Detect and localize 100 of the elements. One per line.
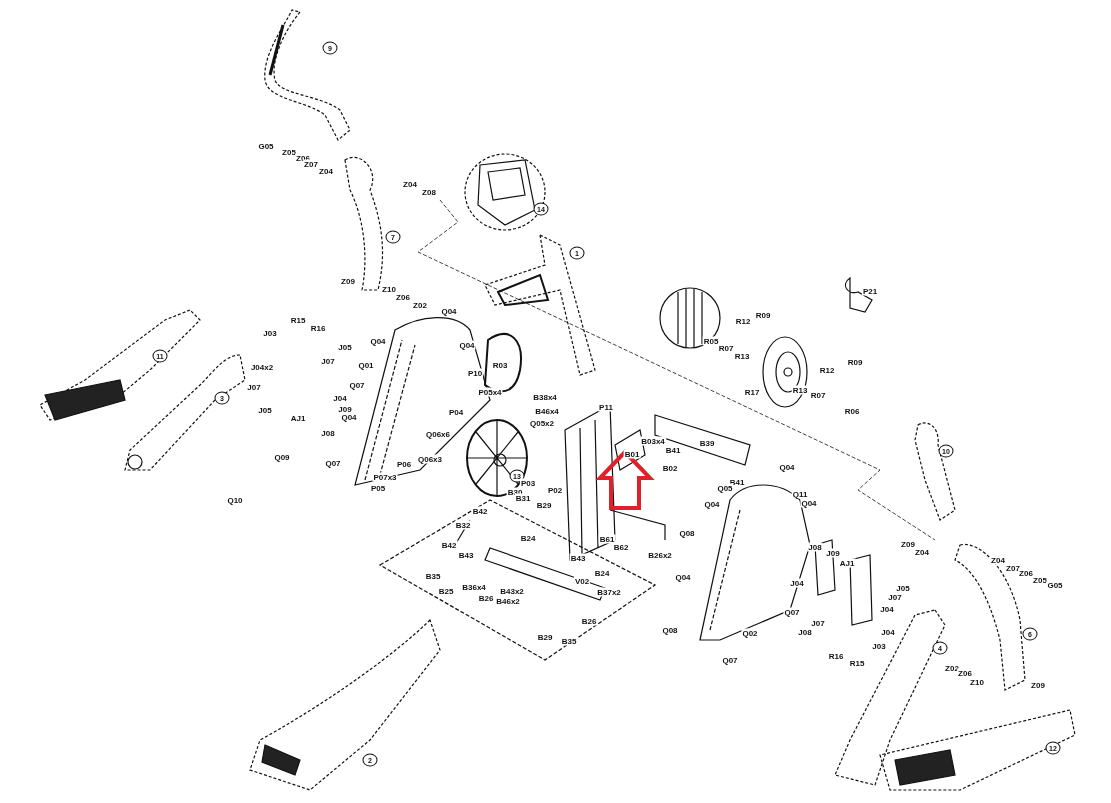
part-code: B29 bbox=[535, 500, 553, 510]
part-code: R07 bbox=[717, 343, 735, 353]
part-code: Q05x2 bbox=[529, 418, 555, 428]
part-code: R16 bbox=[827, 651, 845, 661]
part-code: J08 bbox=[797, 627, 813, 637]
part-code: R17 bbox=[743, 387, 761, 397]
part-code: J04x2 bbox=[249, 362, 275, 372]
part-code: AJ1 bbox=[838, 558, 856, 568]
part-code: R05 bbox=[702, 336, 720, 346]
part-code: R09 bbox=[754, 310, 772, 320]
part-code: B32 bbox=[454, 520, 472, 530]
part-code: V02 bbox=[573, 576, 591, 586]
part-code: B46x2 bbox=[495, 596, 521, 606]
part-code: B61 bbox=[598, 534, 616, 544]
part-code: J03 bbox=[871, 641, 887, 651]
part-code: Z06 bbox=[1018, 568, 1034, 578]
part-code: Z10 bbox=[969, 677, 985, 687]
part-code: Q08 bbox=[661, 625, 679, 635]
part-code: B29 bbox=[536, 632, 554, 642]
part-code: P05x4 bbox=[477, 387, 503, 397]
part-code: P11 bbox=[598, 402, 614, 412]
part-code: J05 bbox=[257, 405, 273, 415]
part-code: Q04 bbox=[440, 306, 458, 316]
part-code: Z10 bbox=[381, 284, 397, 294]
part-code: R03 bbox=[491, 360, 509, 370]
part-code: R07 bbox=[809, 390, 827, 400]
part-code: Q07 bbox=[348, 380, 366, 390]
part-code: Q10 bbox=[226, 495, 244, 505]
part-code: J08 bbox=[807, 542, 823, 552]
part-code: Z07 bbox=[303, 159, 319, 169]
part-code: J09 bbox=[337, 404, 353, 414]
part-code: Q04 bbox=[458, 340, 476, 350]
part-code: B42 bbox=[471, 506, 489, 516]
part-code: J07 bbox=[320, 356, 336, 366]
part-code: Z09 bbox=[1030, 680, 1046, 690]
part-code: Z09 bbox=[340, 276, 356, 286]
part-code: B38x4 bbox=[532, 392, 558, 402]
part-code: R09 bbox=[846, 357, 864, 367]
part-code: Q04 bbox=[674, 572, 692, 582]
part-code: P21 bbox=[861, 286, 879, 296]
part-code: Q11 bbox=[791, 489, 809, 499]
part-code: J07 bbox=[246, 382, 262, 392]
part-code: P05 bbox=[369, 483, 387, 493]
part-code: Q07 bbox=[324, 458, 342, 468]
part-code: J07 bbox=[887, 592, 903, 602]
part-code: J05 bbox=[337, 342, 353, 352]
part-code: B26 bbox=[580, 616, 598, 626]
part-code: R15 bbox=[289, 315, 307, 325]
part-code: R13 bbox=[791, 385, 809, 395]
part-code: R16 bbox=[309, 323, 327, 333]
part-code: P07x3 bbox=[372, 472, 398, 482]
part-code: AJ1 bbox=[289, 413, 307, 423]
part-code: Z02 bbox=[944, 663, 960, 673]
part-code: Q01 bbox=[357, 360, 375, 370]
part-code: P02 bbox=[546, 485, 564, 495]
part-code: B25 bbox=[437, 586, 455, 596]
part-code: B36x4 bbox=[461, 582, 487, 592]
part-code: Z04 bbox=[318, 166, 334, 176]
part-code: B46x4 bbox=[534, 406, 560, 416]
part-code: R06 bbox=[843, 406, 861, 416]
part-code: Q09 bbox=[273, 452, 291, 462]
part-code: R12 bbox=[818, 365, 836, 375]
part-code: B03x4 bbox=[640, 436, 666, 446]
part-code: J09 bbox=[825, 548, 841, 558]
part-code: Z04 bbox=[914, 547, 930, 557]
part-code: J05 bbox=[895, 583, 911, 593]
part-code: R15 bbox=[848, 658, 866, 668]
part-code: Q06x3 bbox=[417, 454, 443, 464]
part-code: Q04 bbox=[778, 462, 796, 472]
part-code: Q04 bbox=[340, 412, 358, 422]
part-code: Z05 bbox=[1032, 575, 1048, 585]
part-code: Z05 bbox=[281, 147, 297, 157]
part-code: P04 bbox=[447, 407, 465, 417]
part-code: J03 bbox=[262, 328, 278, 338]
part-code: J04 bbox=[880, 627, 896, 637]
part-code: Z08 bbox=[421, 187, 437, 197]
part-code: R12 bbox=[734, 316, 752, 326]
part-code: B24 bbox=[593, 568, 611, 578]
part-code: B35 bbox=[424, 571, 442, 581]
part-code: J04 bbox=[332, 393, 348, 403]
part-code: J08 bbox=[320, 428, 336, 438]
part-code: Z04 bbox=[402, 179, 418, 189]
part-code: B39 bbox=[698, 438, 716, 448]
part-code: G05 bbox=[257, 141, 275, 151]
part-code: B43 bbox=[457, 550, 475, 560]
part-code: Q06x6 bbox=[425, 429, 451, 439]
part-code: Z06 bbox=[395, 292, 411, 302]
part-code: Q04 bbox=[703, 499, 721, 509]
part-code: Q08 bbox=[678, 528, 696, 538]
part-code: B24 bbox=[519, 533, 537, 543]
part-code: Z09 bbox=[900, 539, 916, 549]
part-code: B43 bbox=[569, 553, 587, 563]
part-code: Z06 bbox=[957, 668, 973, 678]
part-code: B41 bbox=[664, 445, 682, 455]
part-code: B43x2 bbox=[499, 586, 525, 596]
part-code: J04 bbox=[879, 604, 895, 614]
part-code: Z02 bbox=[412, 300, 428, 310]
part-code: J04 bbox=[789, 578, 805, 588]
part-code: B26x2 bbox=[647, 550, 673, 560]
part-code: B02 bbox=[661, 463, 679, 473]
